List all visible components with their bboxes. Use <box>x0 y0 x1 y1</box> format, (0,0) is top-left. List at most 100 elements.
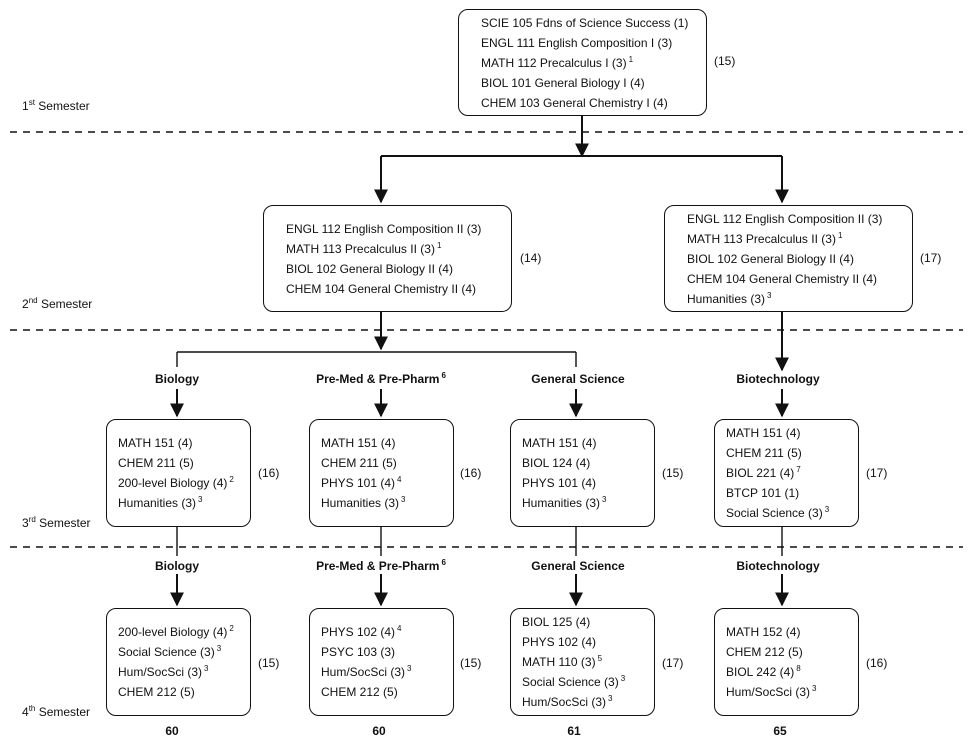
course-text: MATH 152 (4) <box>726 625 801 639</box>
course-text: MATH 113 Precalculus II (3) <box>286 242 435 256</box>
course-line: ENGL 112 English Composition II (3) <box>286 222 481 236</box>
course-line: BIOL 221 (4)7 <box>726 465 801 481</box>
course-text: MATH 112 Precalculus I (3) <box>481 56 627 70</box>
course-line: MATH 151 (4) <box>321 436 395 450</box>
credit-total-sem4-premed: (15) <box>460 656 482 670</box>
course-line: MATH 151 (4) <box>522 436 596 450</box>
course-text: PHYS 102 (4) <box>522 635 597 649</box>
course-text: CHEM 104 General Chemistry II (4) <box>687 272 878 286</box>
credit-total-sem3-biology: (16) <box>258 466 280 480</box>
course-line: CHEM 103 General Chemistry I (4) <box>481 96 668 110</box>
course-text: CHEM 212 (5) <box>118 685 195 699</box>
course-text: BIOL 242 (4) <box>726 665 795 679</box>
course-line: MATH 112 Precalculus I (3)1 <box>481 55 634 71</box>
course-line: SCIE 105 Fdns of Science Success (1) <box>481 16 688 30</box>
course-line: MATH 151 (4) <box>118 436 192 450</box>
course-line: PSYC 103 (3) <box>321 645 395 659</box>
credit-total-sem4-biotech: (16) <box>866 656 888 670</box>
course-text: ENGL 112 English Composition II (3) <box>286 222 482 236</box>
course-line: BIOL 125 (4) <box>522 615 590 629</box>
course-text: Hum/SocSci (3) <box>726 685 811 699</box>
course-text: MATH 151 (4) <box>118 436 193 450</box>
footnote-marker: 3 <box>602 495 607 504</box>
course-text: MATH 110 (3) <box>522 655 596 669</box>
course-line: PHYS 102 (4)4 <box>321 624 402 640</box>
course-text: Social Science (3) <box>726 506 823 520</box>
course-box-sem3-biology: MATH 151 (4) CHEM 211 (5) 200-level Biolog… <box>106 419 251 527</box>
course-text: 200-level Biology (4) <box>118 625 228 639</box>
course-text: CHEM 211 (5) <box>321 456 397 470</box>
course-text: PHYS 101 (4) <box>522 476 597 490</box>
semester-label-4: 4th Semester <box>22 704 91 720</box>
footnote-marker: 4 <box>397 624 402 633</box>
credit-total-sem3-premed: (16) <box>460 466 482 480</box>
credit-total-sem1: (15) <box>714 54 736 68</box>
footnote-marker: 3 <box>812 684 817 693</box>
course-text: MATH 151 (4) <box>522 436 597 450</box>
course-text: 200-level Biology (4) <box>118 476 228 490</box>
course-line: MATH 110 (3)5 <box>522 654 603 670</box>
course-text: CHEM 212 (5) <box>726 645 803 659</box>
track-label-biotech: Biotechnology <box>736 372 820 386</box>
footnote-marker: 1 <box>628 55 634 64</box>
footnote-marker: 5 <box>597 654 603 663</box>
course-line: PHYS 101 (4) <box>522 476 596 490</box>
course-text: BIOL 221 (4) <box>726 466 795 480</box>
course-line: Hum/SocSci (3)3 <box>522 694 613 710</box>
semester-label-1: 1st Semester <box>22 98 90 114</box>
course-text: CHEM 211 (5) <box>726 446 802 460</box>
course-text: Social Science (3) <box>522 675 619 689</box>
course-line: BIOL 102 General Biology II (4) <box>687 252 854 266</box>
course-line: CHEM 211 (5) <box>321 456 397 470</box>
course-line: PHYS 101 (4)4 <box>321 475 402 491</box>
course-text: ENGL 112 English Composition II (3) <box>687 212 883 226</box>
semester-label-2: 2nd Semester <box>22 296 93 312</box>
semester-label-3: 3rd Semester <box>22 515 91 531</box>
course-line: Hum/SocSci (3)3 <box>321 664 412 680</box>
course-line: Humanities (3)3 <box>321 496 405 511</box>
credit-total-sem3-gensci: (15) <box>662 466 684 480</box>
course-box-sem2-left: ENGL 112 English Composition II (3) MATH … <box>263 205 512 312</box>
track-label-biology-sem4: Biology <box>155 559 199 573</box>
course-line: Social Science (3)3 <box>522 675 625 690</box>
course-line: CHEM 212 (5) <box>726 645 803 659</box>
course-text: BIOL 101 General Biology I (4) <box>481 76 645 90</box>
course-line: BIOL 242 (4)8 <box>726 665 801 680</box>
course-line: BTCP 101 (1) <box>726 486 799 500</box>
course-text: CHEM 104 General Chemistry II (4) <box>286 282 477 296</box>
course-line: MATH 151 (4) <box>726 426 800 440</box>
course-text: MATH 113 Precalculus II (3) <box>687 232 836 246</box>
course-line: Social Science (3)3 <box>118 644 222 660</box>
footnote-marker: 7 <box>796 465 801 474</box>
footnote-marker: 3 <box>216 644 222 653</box>
course-line: Social Science (3)3 <box>726 506 829 521</box>
credit-total-sem2-right: (17) <box>920 251 942 265</box>
footnote-marker: 3 <box>204 664 209 673</box>
course-text: Humanities (3) <box>687 292 766 306</box>
course-text: Hum/SocSci (3) <box>321 665 406 679</box>
footnote-marker: 4 <box>397 475 402 484</box>
footnote-marker: 3 <box>407 664 412 673</box>
program-total-gensci: 61 <box>567 724 581 738</box>
course-box-sem2-right: ENGL 112 English Composition II (3) MATH … <box>664 205 913 312</box>
course-text: BTCP 101 (1) <box>726 486 800 500</box>
course-line: BIOL 124 (4) <box>522 456 590 470</box>
program-total-biotech: 65 <box>773 724 787 738</box>
footnote-marker: 1 <box>837 231 843 240</box>
track-label-biotech-sem4: Biotechnology <box>736 559 820 573</box>
credit-total-sem3-biotech: (17) <box>866 466 888 480</box>
course-text: Humanities (3) <box>321 496 400 510</box>
program-total-premed: 60 <box>372 724 386 738</box>
course-line: MATH 113 Precalculus II (3)1 <box>286 242 441 257</box>
footnote-marker: 3 <box>198 495 203 504</box>
course-text: CHEM 211 (5) <box>118 456 194 470</box>
track-label-biology: Biology <box>155 372 199 386</box>
footnote-marker: 3 <box>608 694 613 703</box>
